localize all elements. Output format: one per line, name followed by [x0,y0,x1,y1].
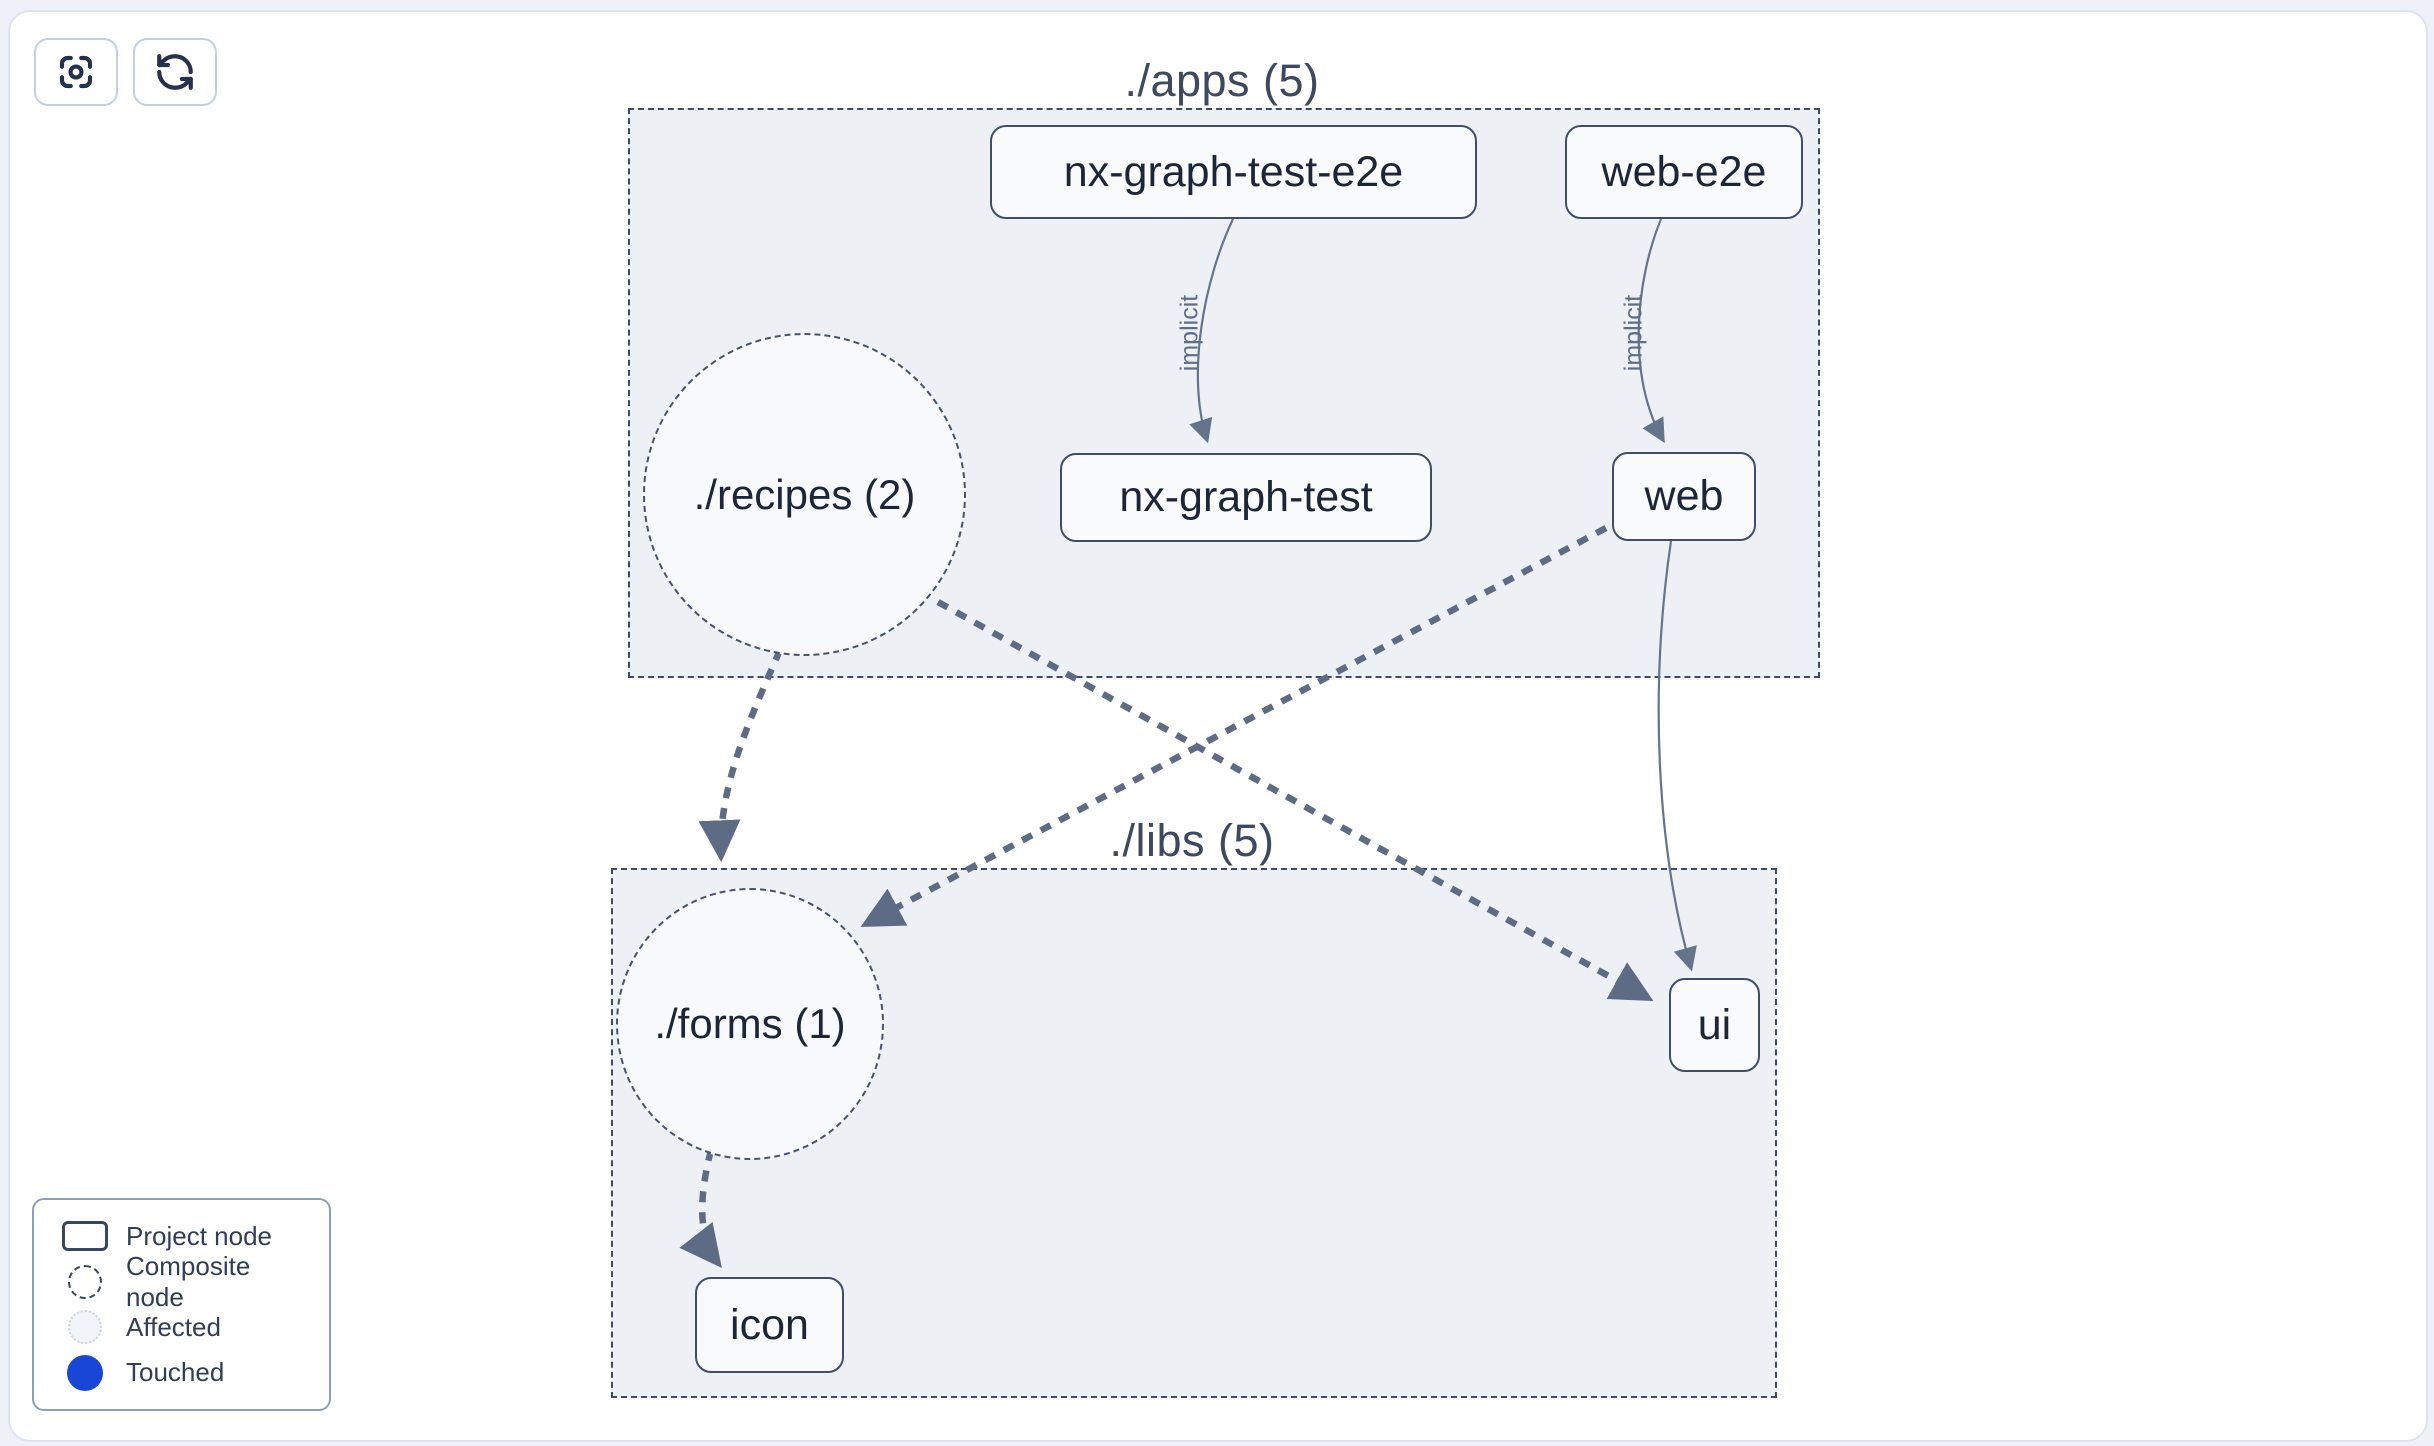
node-web-e2e[interactable]: web-e2e [1565,125,1803,219]
legend-item-touched: Touched [52,1351,311,1395]
refresh-button[interactable] [133,38,217,106]
legend-label: Touched [126,1357,225,1388]
legend-item-affected: Affected [52,1305,311,1349]
node-ui[interactable]: ui [1669,978,1760,1072]
legend-label: Project node [126,1220,272,1251]
edge-label-implicit: implicit [1619,294,1648,372]
cluster-apps-title: ./apps (5) [1124,55,1320,106]
toolbar [34,38,217,106]
refresh-icon [154,51,196,93]
composite-node-swatch [68,1264,102,1299]
project-node-swatch [62,1221,108,1251]
node-icon[interactable]: icon [695,1277,844,1373]
edge-label-implicit: implicit [1175,294,1204,372]
node-web[interactable]: web [1612,452,1756,541]
node-nx-graph-test[interactable]: nx-graph-test [1060,453,1432,542]
composite-node-recipes[interactable]: ./recipes (2) [643,333,966,656]
focus-crosshair-icon [55,51,97,93]
focus-button[interactable] [34,38,118,106]
legend-label: Affected [126,1311,221,1342]
legend: Project node Composite node Affected Tou… [32,1198,331,1411]
node-nx-graph-test-e2e[interactable]: nx-graph-test-e2e [990,125,1477,219]
composite-node-forms[interactable]: ./forms (1) [616,888,884,1160]
legend-label: Composite node [126,1250,251,1312]
affected-swatch [68,1310,102,1345]
legend-item-composite-node: Composite node [52,1251,311,1312]
legend-item-project-node: Project node [52,1214,311,1258]
touched-swatch [67,1354,103,1391]
cluster-libs-title: ./libs (5) [1109,815,1275,866]
